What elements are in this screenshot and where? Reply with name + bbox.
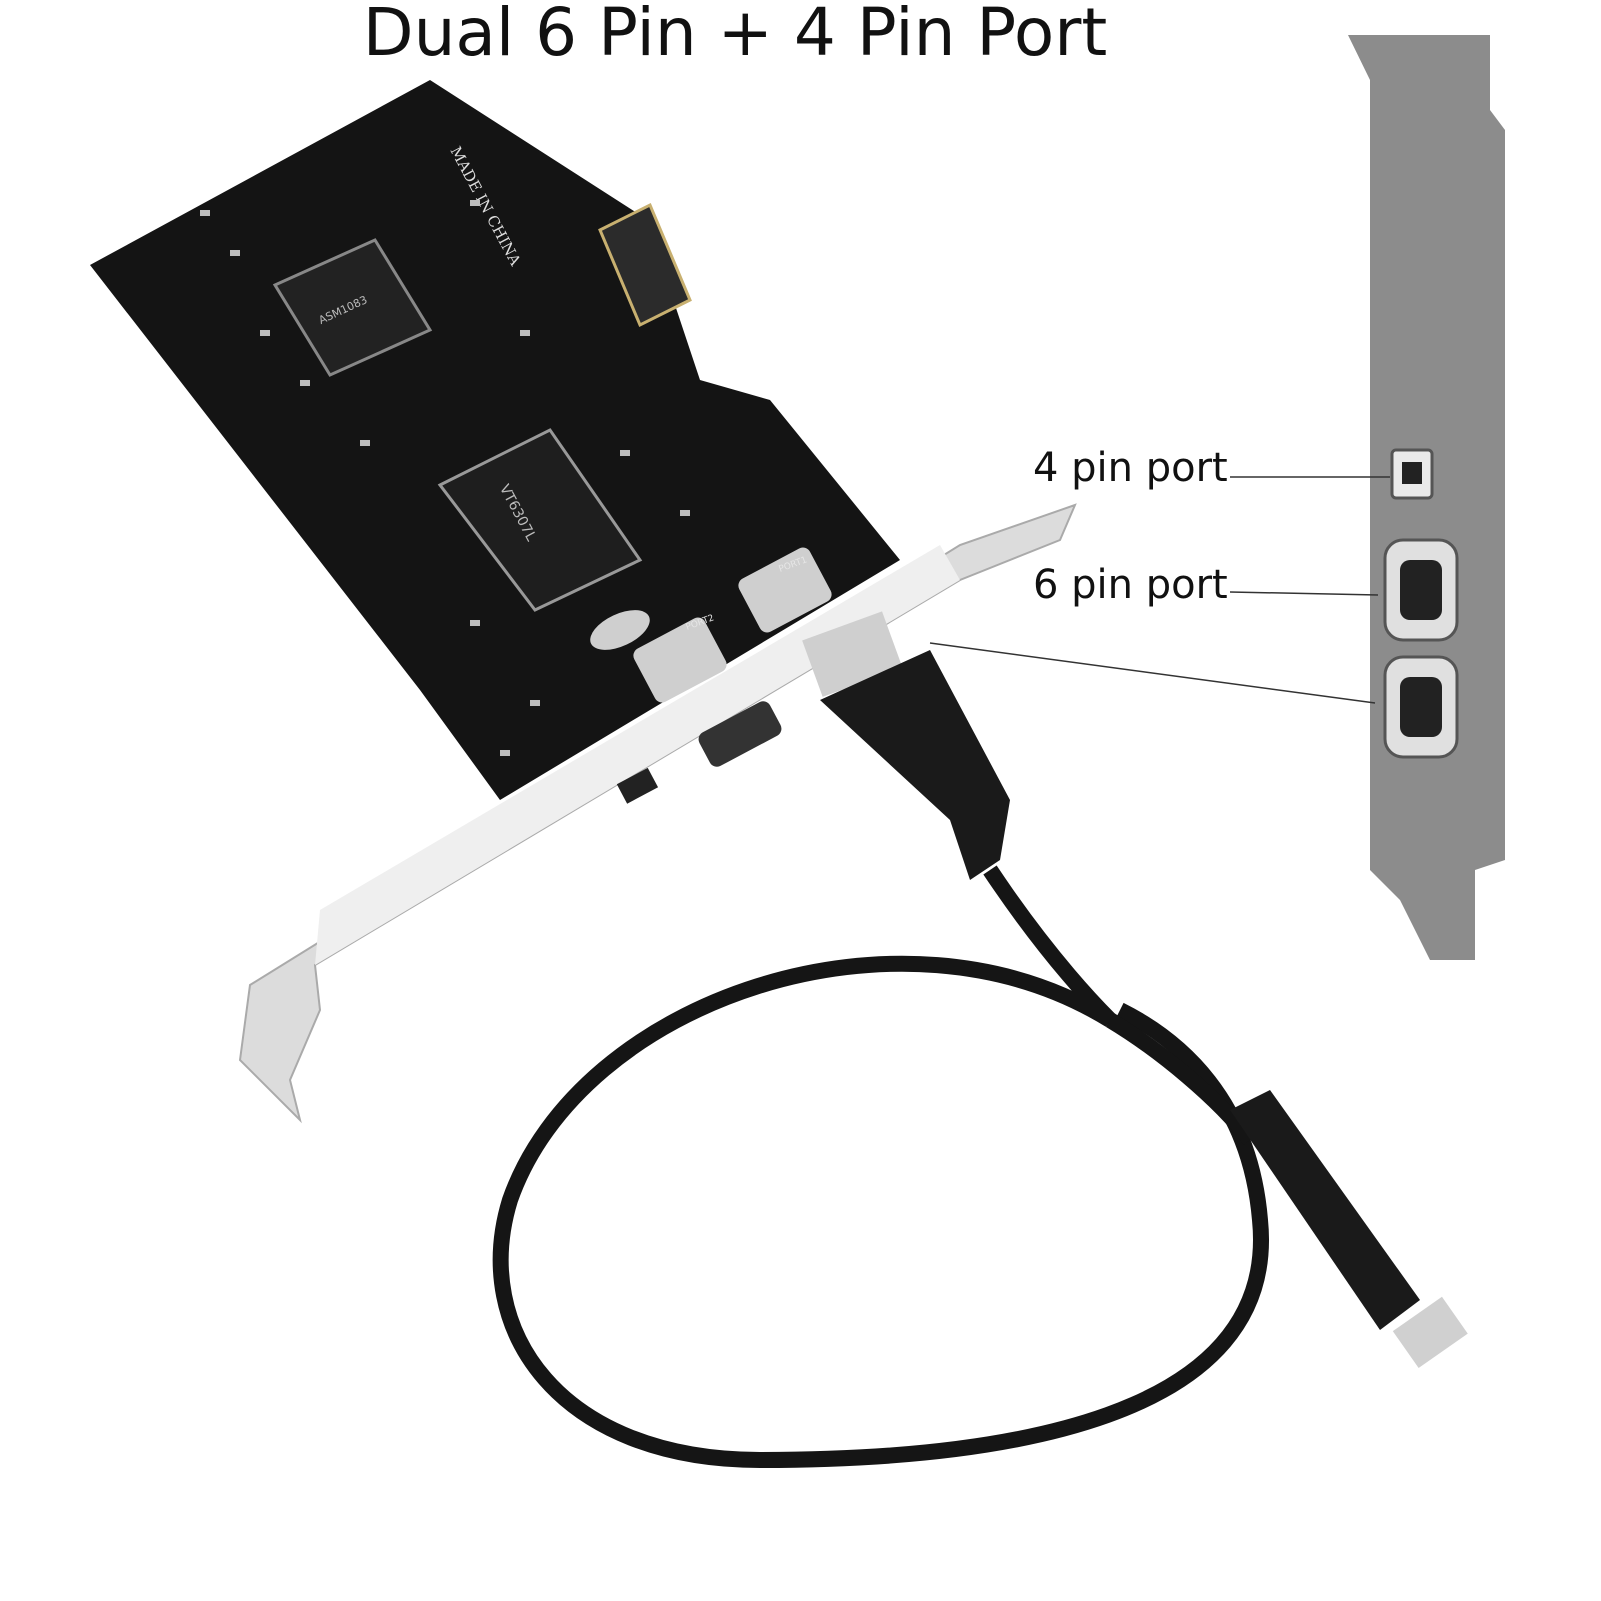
cable-plug-boot — [820, 650, 1010, 880]
cable-wire — [492, 865, 1269, 1469]
port-6pin-card-2 — [633, 617, 727, 703]
port-4pin-card — [616, 767, 659, 804]
controller-chip — [272, 238, 433, 377]
pcb-board — [90, 80, 900, 800]
page-title: Dual 6 Pin + 4 Pin Port — [362, 0, 1108, 71]
firewire-cable — [492, 611, 1468, 1469]
firewire-chip — [437, 428, 643, 612]
cable-end-metal — [1392, 1296, 1468, 1369]
callout-line-card — [929, 642, 1376, 704]
pcie-card: VT6307L ASM1083 MADE IN CHINA — [90, 80, 900, 800]
callout-lines — [929, 476, 1390, 704]
crystal — [590, 610, 650, 650]
pcie-connector — [598, 202, 692, 328]
cable-end-boot — [1230, 1090, 1420, 1330]
full-profile-bracket — [1348, 35, 1505, 960]
smd-components — [200, 200, 690, 756]
callout-4-pin-port: 4 pin port — [1033, 445, 1228, 491]
port-6pin-card-3 — [738, 547, 832, 633]
callout-6-pin-port: 6 pin port — [1033, 562, 1228, 608]
low-profile-bracket — [238, 503, 1077, 1124]
callout-line-6pin — [1229, 591, 1379, 596]
port-6pin-card-1 — [698, 701, 782, 767]
